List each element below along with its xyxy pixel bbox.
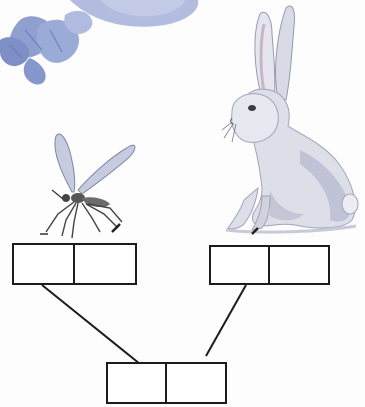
box-hare-slot-2[interactable] — [270, 247, 329, 283]
box-hare-slot-1[interactable] — [211, 247, 270, 283]
box-mosquito-slot-1[interactable] — [14, 245, 75, 283]
box-result-slot-2[interactable] — [167, 364, 226, 402]
box-mosquito[interactable] — [12, 243, 137, 285]
box-result[interactable] — [106, 362, 227, 404]
box-hare[interactable] — [209, 245, 330, 285]
box-mosquito-slot-2[interactable] — [75, 245, 136, 283]
box-result-slot-1[interactable] — [108, 364, 167, 402]
